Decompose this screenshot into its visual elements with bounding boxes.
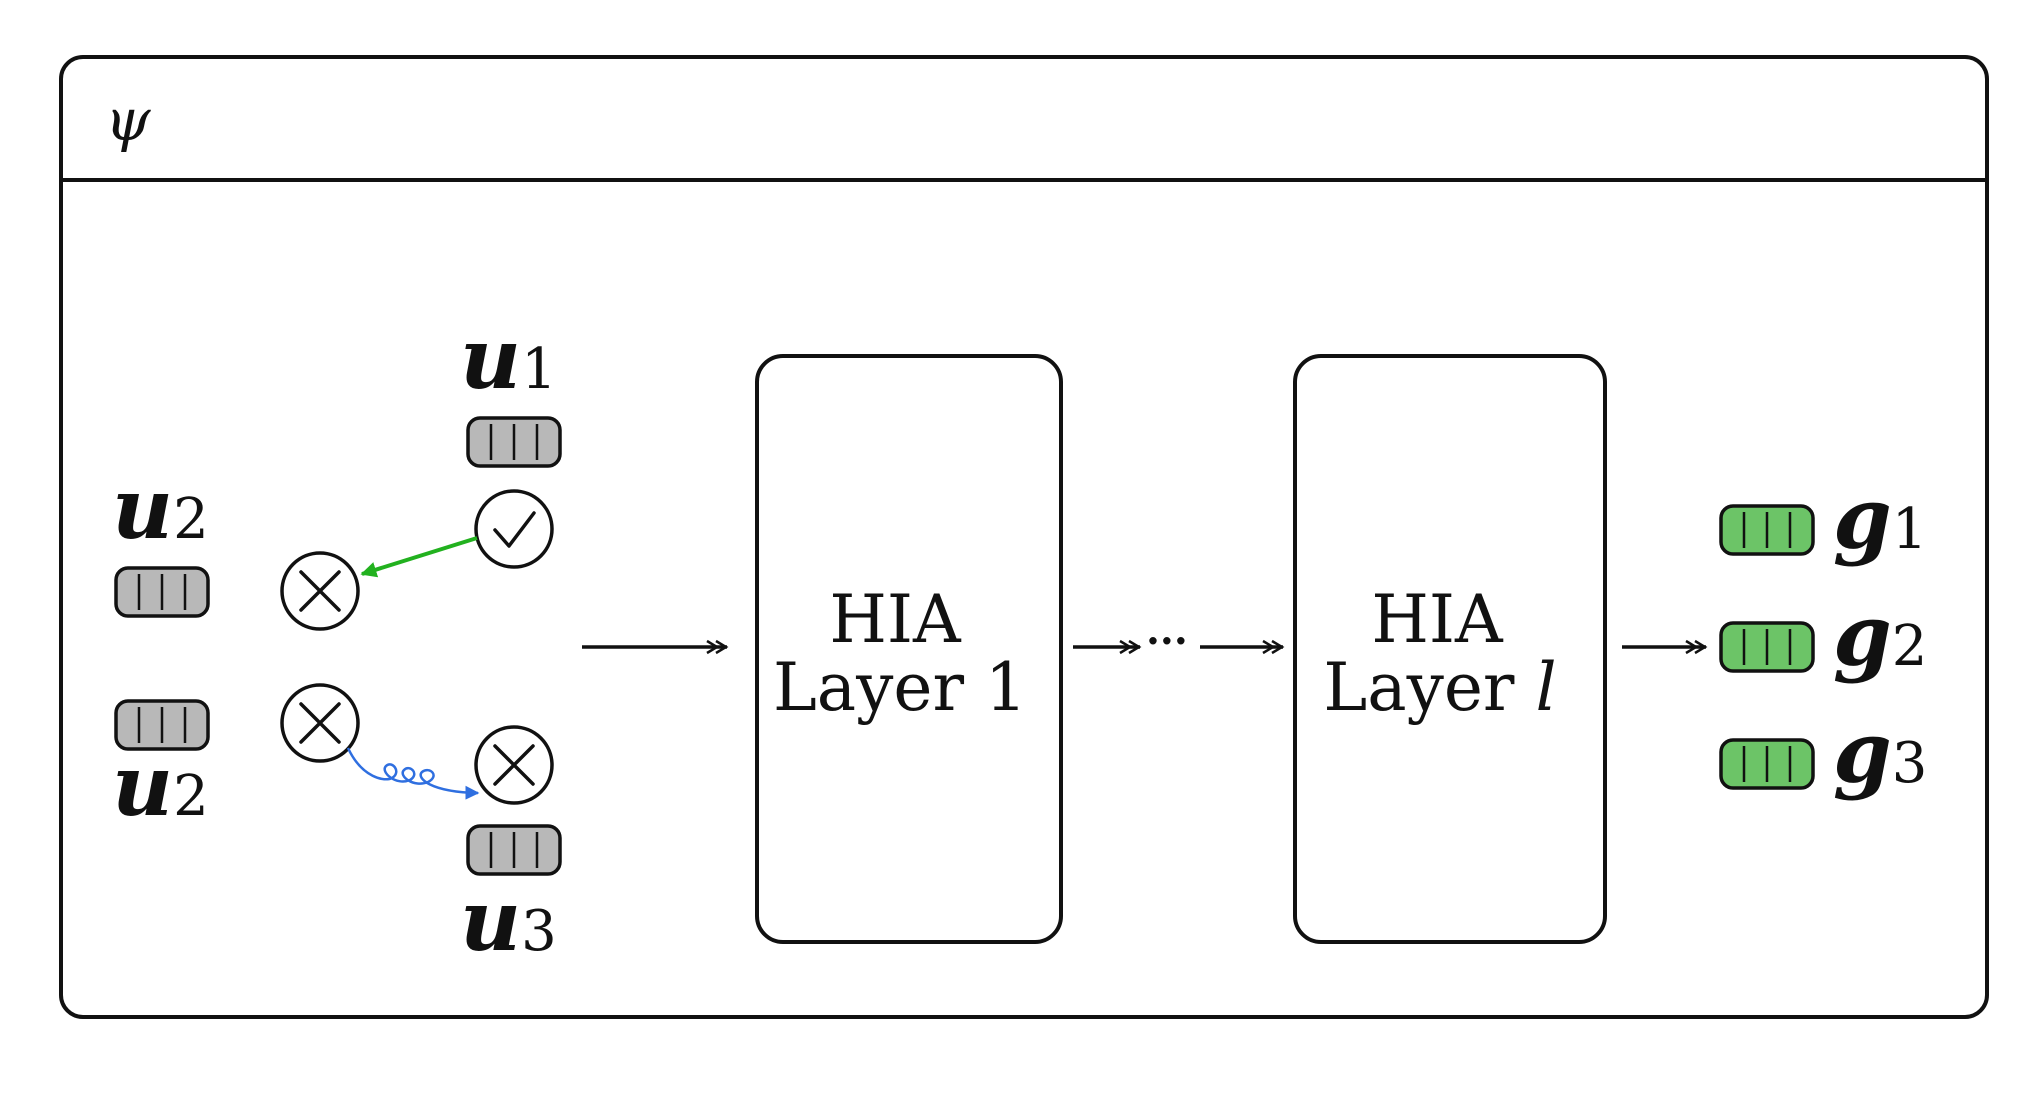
embedding-g2 bbox=[1719, 621, 1815, 673]
cross-node-icon-u3 bbox=[474, 725, 554, 805]
cross-node-icon-mid bbox=[280, 683, 360, 763]
hia-layer-1-line1: HIA bbox=[829, 581, 962, 658]
label-u1: u1 bbox=[460, 309, 557, 408]
outer-frame bbox=[59, 55, 1989, 1019]
accept-arrow bbox=[360, 536, 478, 578]
hia-layer-l: HIA Layer l bbox=[1293, 354, 1607, 944]
label-g2: g2 bbox=[1833, 586, 1927, 685]
embedding-u2-top bbox=[114, 566, 210, 618]
embedding-g1 bbox=[1719, 504, 1815, 556]
psi-symbol: ψ bbox=[105, 86, 151, 154]
label-u2-bottom: u2 bbox=[112, 736, 209, 835]
embedding-u3 bbox=[466, 824, 562, 876]
embedding-g3 bbox=[1719, 738, 1815, 790]
hia-layer-l-line2: Layer l bbox=[1323, 649, 1556, 726]
label-u2-top: u2 bbox=[112, 459, 209, 558]
embedding-u1 bbox=[466, 416, 562, 468]
hia-layer-1-line2: Layer 1 bbox=[773, 649, 1027, 726]
check-node-icon bbox=[474, 489, 554, 569]
label-u3: u3 bbox=[460, 871, 557, 970]
embedding-u2-bottom bbox=[114, 699, 210, 751]
label-g1: g1 bbox=[1833, 469, 1927, 568]
hia-layer-1: HIA Layer 1 bbox=[755, 354, 1063, 944]
reject-arrow bbox=[346, 747, 480, 800]
label-g3: g3 bbox=[1833, 703, 1927, 802]
cross-node-icon-top bbox=[280, 551, 360, 631]
ellipsis: ··· bbox=[1146, 618, 1188, 665]
hia-layer-l-line1: HIA bbox=[1371, 581, 1504, 658]
